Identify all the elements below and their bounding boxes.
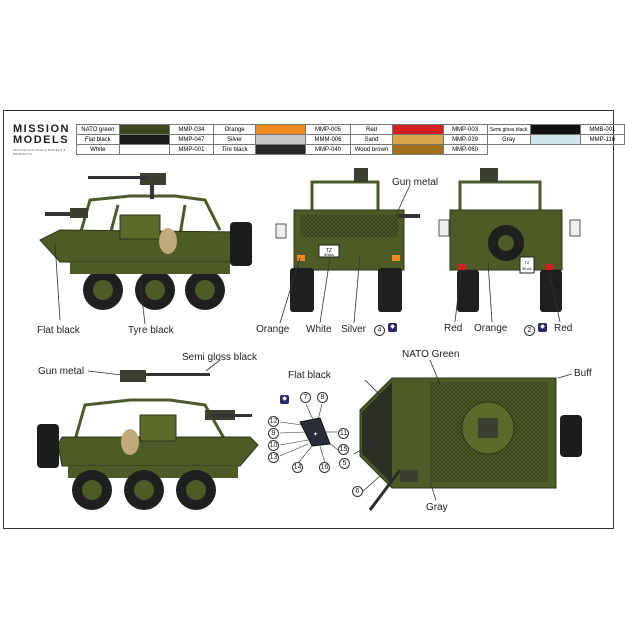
callout-gun-metal-front: Gun metal [392, 177, 439, 188]
brand-logo: MISSION MODELS INNOVATION SCALE MODELS &… [13, 123, 75, 157]
page-top-margin [0, 0, 625, 97]
brand-line1: MISSION [13, 123, 70, 135]
callout-silver-front: Silver [341, 324, 367, 335]
paint-row: White MMP-001 Tire black MMP-040 Wood br… [76, 144, 625, 155]
callout-orange-front: Orange [256, 324, 290, 335]
decal-number: 5 [339, 458, 350, 469]
plate-top: TZ [326, 248, 332, 254]
decal-icon: ◆ [280, 395, 289, 404]
paint-code: MMP-116 [579, 134, 625, 145]
plate-number: 50 AA [522, 267, 532, 271]
decal-number: 12 [268, 416, 279, 427]
decal-number: 16 [319, 462, 330, 473]
side-view-left [37, 359, 259, 510]
callout-semi-gloss-black: Semi gloss black [182, 352, 258, 363]
callout-gun-metal-side: Gun metal [38, 366, 85, 377]
callout-buff: Buff [574, 368, 592, 379]
paint-reference-table: NATO green MMP-034 Orange MMP-005 Red MM… [76, 124, 625, 155]
decal-number: 13 [268, 452, 279, 463]
callout-red-rear-right: Red [554, 323, 573, 334]
plate-number: 50AA [324, 252, 334, 257]
decal-icon: ◆ [388, 323, 397, 332]
decal-icon: ◆ [538, 323, 547, 332]
decal-number: 7 [300, 392, 311, 403]
rear-view: TZ 50 AA [438, 168, 581, 323]
callout-orange-rear: Orange [474, 323, 508, 334]
decal-number: 4 [374, 325, 385, 336]
decal-detail: ✦ [279, 403, 339, 464]
callout-white-front: White [306, 324, 332, 335]
plate-top: TZ [525, 260, 530, 265]
brand-tagline: INNOVATION SCALE MODELS & PRODUCTS [13, 148, 66, 156]
top-view [353, 359, 582, 511]
decal-number: 11 [338, 428, 349, 439]
callout-flat-black-top: Flat black [288, 370, 331, 381]
paint-code: MMP-040 [305, 144, 351, 155]
callout-tyre-black: Tyre black [128, 325, 174, 336]
paint-row: NATO green MMP-034 Orange MMP-005 Red MM… [76, 124, 625, 135]
front-view: TZ 50AA [275, 168, 420, 324]
decal-number: 6 [352, 486, 363, 497]
paint-name: Tire black [212, 144, 257, 155]
front-number-plate [318, 244, 340, 258]
side-view-right [39, 173, 252, 325]
decal-number: 15 [338, 444, 349, 455]
callout-gray: Gray [426, 502, 448, 513]
decal-number: 2 [524, 325, 535, 336]
paint-row: Flat black MMP-047 Silver MMM-006 Sand M… [76, 134, 625, 145]
callout-red-rear-left: Red [444, 323, 463, 334]
decal-number: 10 [268, 440, 279, 451]
decal-number: 14 [292, 462, 303, 473]
rear-number-plate [519, 256, 535, 274]
decal-number: 9 [268, 428, 279, 439]
callout-flat-black-side: Flat black [37, 325, 80, 336]
svg-text:✦: ✦ [313, 431, 318, 438]
paint-code: MMP-060 [442, 144, 488, 155]
decal-number: 8 [317, 392, 328, 403]
brand-line2: MODELS [13, 134, 70, 146]
callout-nato-green: NATO Green [402, 349, 460, 360]
